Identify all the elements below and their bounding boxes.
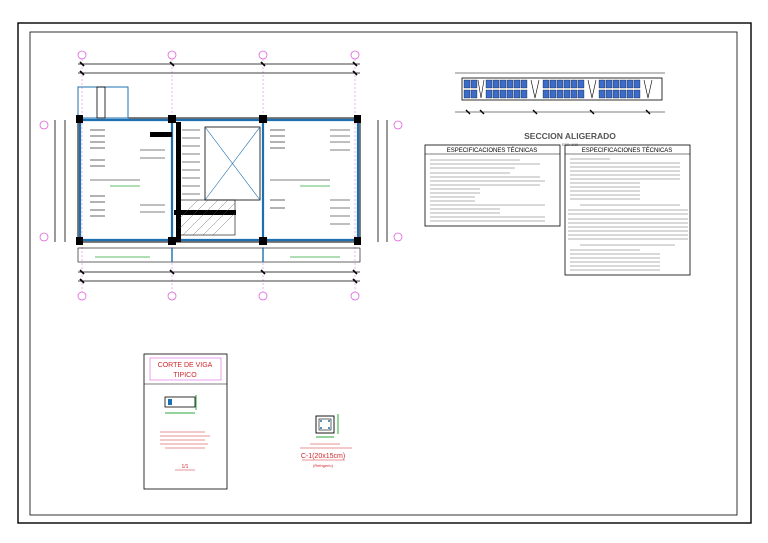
floor-plan: [39, 50, 403, 301]
specs-table-right: ESPECIFICACIONES TÉCNICAS: [564, 144, 691, 276]
beam-detail-title-2: TIPICO: [173, 372, 197, 379]
column-label: C-1(20x15cm): [301, 453, 345, 460]
section-title: SECCION ALIGERADO: [524, 131, 616, 141]
specs-right-heading: ESPECIFICACIONES TÉCNICAS: [582, 147, 673, 154]
inner-frame: [29, 31, 738, 516]
beam-detail: CORTE DE VIGA TIPICO 1/1: [143, 353, 228, 490]
slab-section-detail: SECCION ALIGERADO ESC: 1/10: [455, 72, 665, 147]
beam-detail-title-1: CORTE DE VIGA: [158, 362, 213, 369]
specs-left-heading: ESPECIFICACIONES TÉCNICAS: [447, 147, 538, 154]
column-sub: (Refrigerio): [313, 463, 334, 468]
outer-frame: [17, 22, 752, 524]
specs-table-left: ESPECIFICACIONES TÉCNICAS: [424, 144, 561, 227]
column-detail: C-1(20x15cm) (Refrigerio): [300, 414, 352, 468]
beam-detail-scale: 1/1: [182, 464, 189, 470]
